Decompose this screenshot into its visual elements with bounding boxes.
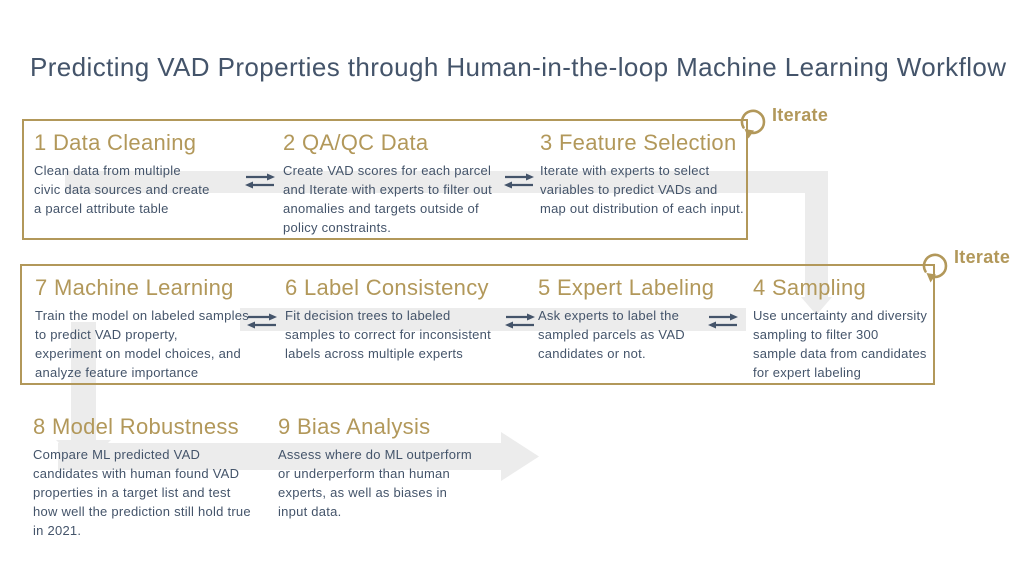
step-body-line: input data. (278, 504, 342, 519)
step-heading: 1 Data Cleaning (34, 130, 197, 155)
step-body: Compare ML predicted VAD candidates with… (33, 445, 251, 540)
step-heading: 6 Label Consistency (285, 275, 489, 300)
step-body-line: and Iterate with experts to filter out (283, 182, 492, 197)
swap-arrows-icon (247, 313, 277, 329)
step-body-line: variables to predict VADs and (540, 182, 718, 197)
step-body-line: a parcel attribute table (34, 201, 169, 216)
step-body: Use uncertainty and diversity sampling t… (753, 306, 927, 382)
swap-arrows-icon (504, 173, 534, 189)
step-body: Fit decision trees to labeled samples to… (285, 306, 491, 363)
step-body-line: sampling to filter 300 (753, 327, 879, 342)
step-3-feature-selection: 3 Feature Selection Iterate with experts… (540, 131, 744, 218)
step-body-line: map out distribution of each input. (540, 201, 744, 216)
flow-arrowhead-right (501, 432, 539, 481)
step-body-line: Create VAD scores for each parcel (283, 163, 492, 178)
swap-arrows-icon (245, 173, 275, 189)
step-body: Assess where do ML outperform or underpe… (278, 445, 472, 521)
step-heading: 7 Machine Learning (35, 275, 234, 300)
step-7-machine-learning: 7 Machine Learning Train the model on la… (35, 276, 249, 382)
step-body-line: Train the model on labeled samples (35, 308, 249, 323)
step-1-data-cleaning: 1 Data Cleaning Clean data from multiple… (34, 131, 210, 218)
step-body-line: or underperform than human (278, 466, 450, 481)
iterate-loop-icon (922, 253, 948, 283)
step-9-bias-analysis: 9 Bias Analysis Assess where do ML outpe… (278, 415, 472, 521)
iterate-loop-icon (740, 109, 766, 139)
step-heading: 4 Sampling (753, 275, 867, 300)
step-body-line: in 2021. (33, 523, 82, 538)
step-4-sampling: 4 Sampling Use uncertainty and diversity… (753, 276, 927, 382)
step-8-model-robustness: 8 Model Robustness Compare ML predicted … (33, 415, 251, 540)
step-body-line: labels across multiple experts (285, 346, 464, 361)
step-5-expert-labeling: 5 Expert Labeling Ask experts to label t… (538, 276, 714, 363)
flow-bar-down-left (71, 322, 96, 440)
step-body-line: candidates with human found VAD (33, 466, 240, 481)
step-heading: 9 Bias Analysis (278, 414, 431, 439)
step-body-line: policy constraints. (283, 220, 392, 235)
step-heading: 8 Model Robustness (33, 414, 239, 439)
step-body: Ask experts to label the sampled parcels… (538, 306, 714, 363)
step-6-label-consistency: 6 Label Consistency Fit decision trees t… (285, 276, 491, 363)
step-body-line: Assess where do ML outperform (278, 447, 472, 462)
step-heading: 5 Expert Labeling (538, 275, 715, 300)
step-body-line: experts, as well as biases in (278, 485, 448, 500)
step-body-line: Fit decision trees to labeled (285, 308, 451, 323)
step-body-line: Use uncertainty and diversity (753, 308, 928, 323)
step-body-line: Iterate with experts to select (540, 163, 710, 178)
phase-box-steps-4-7 (20, 264, 935, 385)
iterate-label-top: Iterate (772, 105, 829, 125)
step-body: Clean data from multiple civic data sour… (34, 161, 210, 218)
step-heading: 3 Feature Selection (540, 130, 737, 155)
step-body: Iterate with experts to select variables… (540, 161, 744, 218)
step-body-line: experiment on model choices, and (35, 346, 242, 361)
step-body: Create VAD scores for each parcel and It… (283, 161, 492, 237)
step-body-line: to predict VAD property, (35, 327, 178, 342)
step-body-line: Ask experts to label the (538, 308, 680, 323)
step-body-line: Clean data from multiple (34, 163, 181, 178)
swap-arrows-icon (505, 313, 535, 329)
step-body-line: sampled parcels as VAD (538, 327, 685, 342)
step-body-line: civic data sources and create (34, 182, 210, 197)
step-heading: 2 QA/QC Data (283, 130, 429, 155)
step-body-line: how well the prediction still hold true (33, 504, 251, 519)
flow-band-row3 (58, 443, 501, 470)
step-body-line: properties in a target list and test (33, 485, 231, 500)
step-body-line: for expert labeling (753, 365, 862, 380)
step-body: Train the model on labeled samples to pr… (35, 306, 249, 382)
step-body-line: sample data from candidates (753, 346, 927, 361)
phase-box-steps-1-3 (22, 119, 748, 240)
flow-arrowhead-down-right (801, 297, 832, 315)
step-body-line: candidates or not. (538, 346, 646, 361)
step-body-line: samples to correct for inconsistent (285, 327, 491, 342)
step-body-line: Compare ML predicted VAD (33, 447, 201, 462)
flow-band-row2 (240, 308, 746, 331)
page-title: Predicting VAD Properties through Human-… (30, 52, 1007, 82)
step-body-line: analyze feature importance (35, 365, 199, 380)
step-2-qa-qc-data: 2 QA/QC Data Create VAD scores for each … (283, 131, 492, 237)
step-body-line: anomalies and targets outside of (283, 201, 479, 216)
swap-arrows-icon (708, 313, 738, 329)
iterate-label-right: Iterate (954, 247, 1011, 267)
